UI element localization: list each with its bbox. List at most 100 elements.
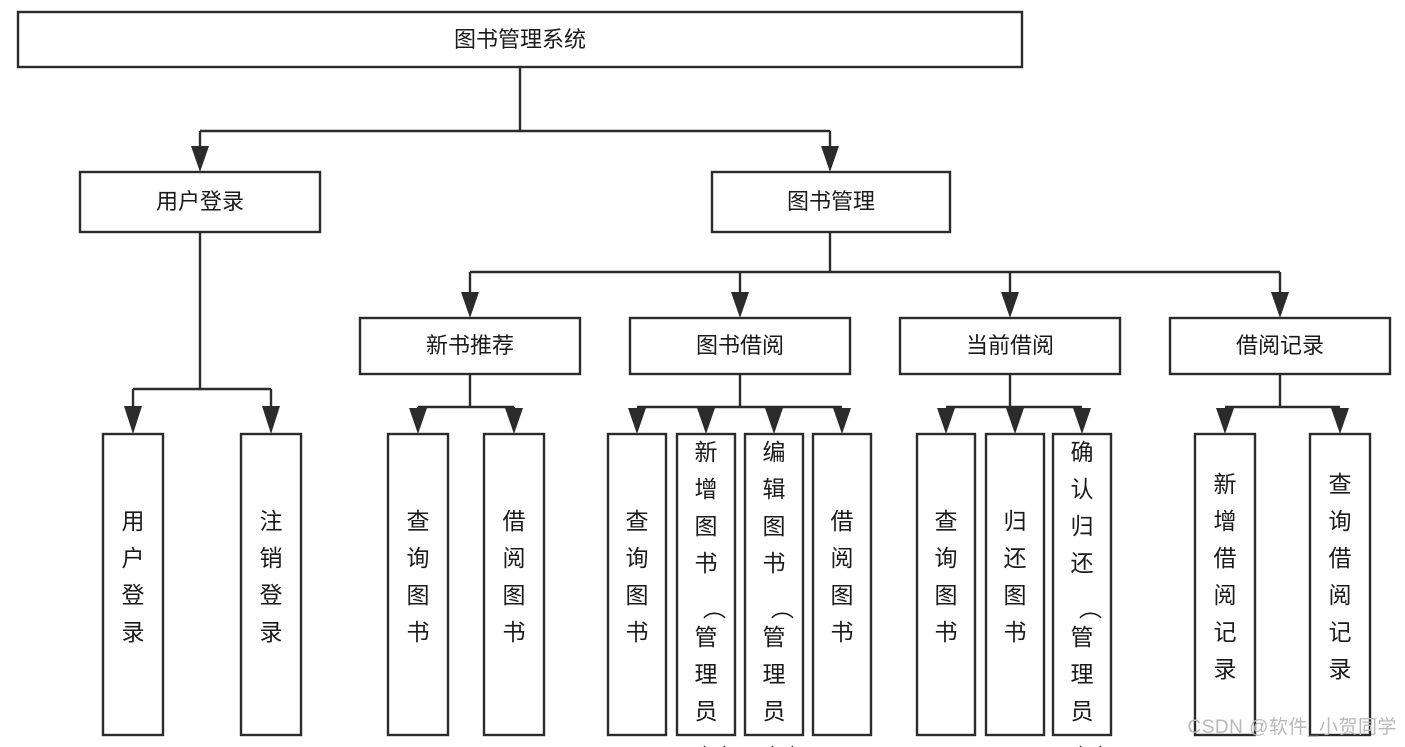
arrow-head-leaf-edit-book-admin [765,408,783,434]
node-leaf-add-borrow-record-box[interactable] [1193,432,1257,737]
glyph: 询 [935,545,958,571]
glyph: 图 [407,582,430,608]
glyph: 理 [695,661,718,687]
arrow-head-leaf-borrow-book-2 [833,408,851,434]
arrow-head-book-manage [821,146,839,172]
glyph: 阅 [1329,582,1352,608]
glyph: 认 [1071,476,1094,502]
node-leaf-borrow-book-1-box[interactable] [482,432,546,737]
glyph: 询 [1329,508,1352,534]
glyph: 图 [1004,582,1027,608]
glyph: 图 [503,582,526,608]
arrow-head-borrow-record [1271,292,1289,318]
glyph: 询 [407,545,430,571]
node-book-manage[interactable]: 图书管理 [710,170,952,234]
glyph: ） [1077,745,1103,747]
arrow-head-leaf-query-borrow-record [1331,408,1349,434]
glyph: 书 [763,550,786,576]
glyph: 借 [831,508,854,534]
node-current-borrow[interactable]: 当前借阅 [898,316,1122,376]
glyph: 记 [1214,619,1237,645]
glyph: 确 [1071,439,1094,465]
glyph: 管 [1071,624,1094,650]
node-leaf-user-login-label: 用户登录 [122,508,145,645]
glyph: 查 [407,508,430,534]
glyph: 书 [831,619,854,645]
glyph: 询 [626,545,649,571]
node-book-borrow[interactable]: 图书借阅 [628,316,852,376]
glyph: 书 [695,550,718,576]
glyph: 书 [407,619,430,645]
glyph: 图 [763,513,786,539]
glyph: 图 [831,582,854,608]
glyph: 图 [695,513,718,539]
node-leaf-query-book-3-box[interactable] [915,432,977,737]
node-borrow-record-box[interactable] [1168,316,1392,376]
glyph: 查 [935,508,958,534]
node-leaf-logout-login-box[interactable] [239,432,303,737]
glyph: 辑 [763,476,786,502]
node-new-book-recommend[interactable]: 新书推荐 [358,316,582,376]
glyph: ） [769,745,795,747]
arrow-head-leaf-query-book-3 [937,408,955,434]
arrow-head-user-login [191,146,209,172]
glyph: 员 [763,698,786,724]
node-user-login-box[interactable] [78,170,322,234]
node-new-book-recommend-box[interactable] [358,316,582,376]
node-leaf-confirm-return-admin-box[interactable] [1051,432,1113,737]
glyph: 阅 [1214,582,1237,608]
node-leaf-edit-book-admin-box[interactable] [743,432,805,737]
glyph: 新 [695,439,718,465]
glyph: 员 [695,698,718,724]
glyph: （ [701,597,727,620]
glyph: 理 [1071,661,1094,687]
glyph: 登 [260,582,283,608]
node-leaf-query-book-2-box[interactable] [606,432,668,737]
glyph: 书 [935,619,958,645]
glyph: 用 [122,508,145,534]
node-user-login[interactable]: 用户登录 [78,170,322,234]
glyph: 编 [763,439,786,465]
glyph: 增 [1214,508,1237,534]
glyph: 还 [1004,545,1027,571]
glyph: 书 [503,619,526,645]
node-current-borrow-box[interactable] [898,316,1122,376]
node-book-manage-box[interactable] [710,170,952,234]
node-leaf-borrow-book-2-box[interactable] [811,432,873,737]
node-leaf-add-book-admin-box[interactable] [675,432,737,737]
node-borrow-record-label: 借阅记录 [1236,333,1324,358]
node-root-label: 图书管理系统 [454,27,586,52]
glyph: 阅 [503,545,526,571]
glyph: 记 [1329,619,1352,645]
node-leaf-query-book-1-box[interactable] [386,432,450,737]
arrow-head-leaf-return-book [1006,408,1024,434]
node-root-box[interactable] [16,10,1024,69]
node-leaf-query-borrow-record-box[interactable] [1308,432,1372,737]
glyph: 新 [1214,471,1237,497]
node-borrow-record[interactable]: 借阅记录 [1168,316,1392,376]
node-new-book-recommend-label: 新书推荐 [426,333,514,358]
node-layer: 图书管理系统 用户登录 图书管理 新书推荐 图书借阅 当前 [16,10,1392,747]
glyph: 归 [1004,508,1027,534]
node-leaf-user-login-box[interactable] [101,432,165,737]
node-leaf-return-book-box[interactable] [984,432,1046,737]
node-book-borrow-box[interactable] [628,316,852,376]
node-root[interactable]: 图书管理系统 [16,10,1024,69]
glyph: 还 [1071,550,1094,576]
glyph: 录 [1214,656,1237,682]
arrow-head-leaf-add-book-admin [697,408,715,434]
glyph: 理 [763,661,786,687]
glyph: 查 [626,508,649,534]
arrow-head-new-book-recommend [461,292,479,318]
